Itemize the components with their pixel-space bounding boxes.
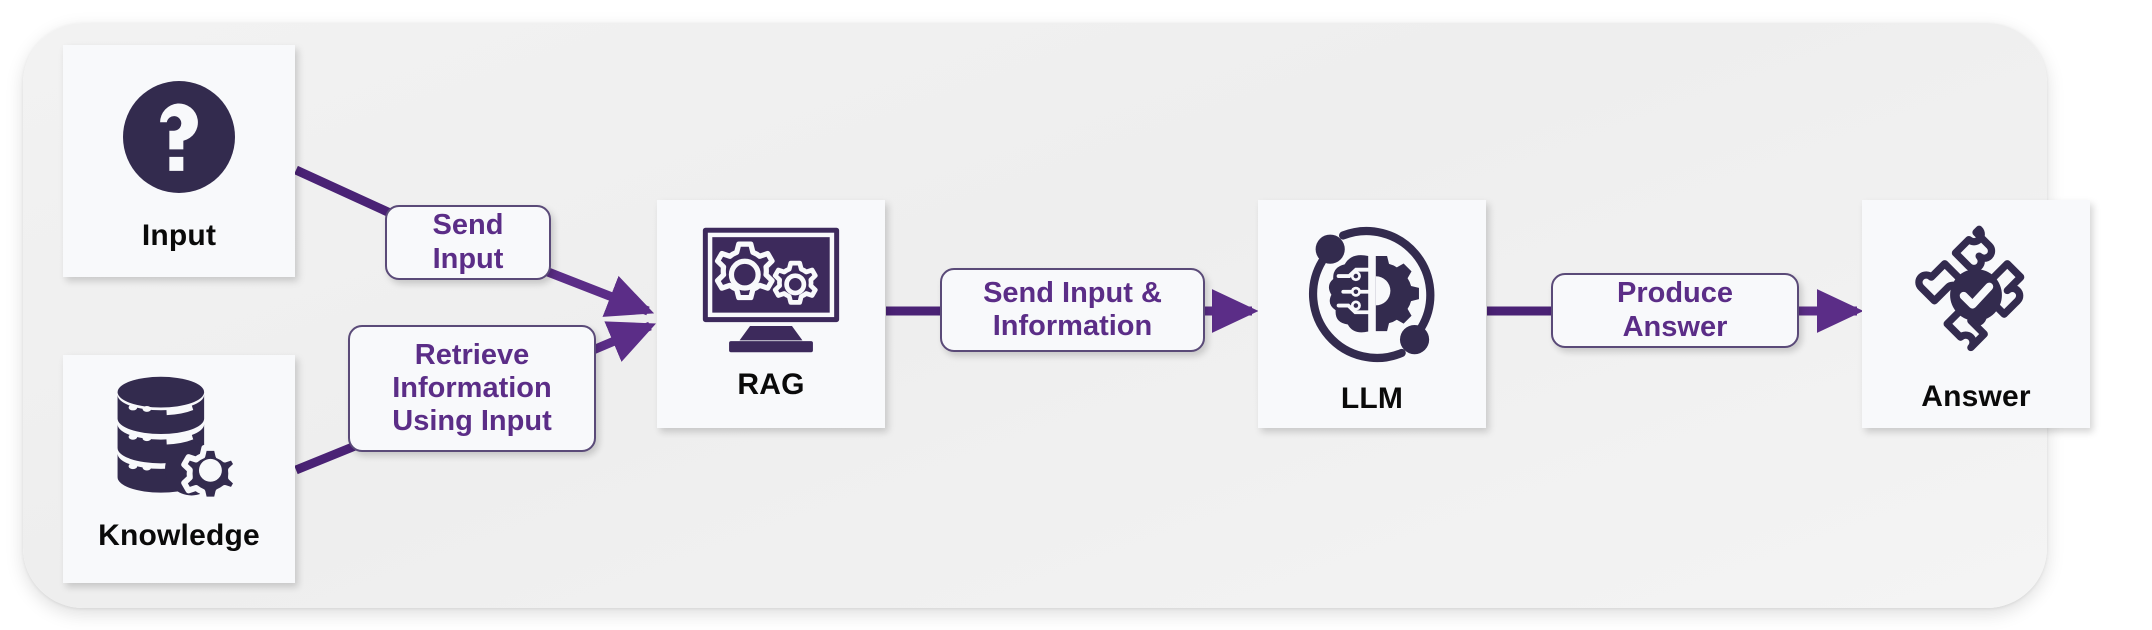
edge-label-retrieve-line3: Using Input	[392, 405, 552, 438]
puzzle-checkmark-icon	[1896, 216, 2056, 374]
node-rag-label: RAG	[737, 368, 805, 401]
edge-knowledge-to-retrieve	[294, 439, 362, 475]
node-knowledge[interactable]: Knowledge	[63, 355, 295, 583]
node-llm[interactable]: LLM	[1258, 200, 1486, 428]
edge-label-send-input-info-line1: Send Input &	[983, 276, 1162, 309]
node-answer-label: Answer	[1921, 380, 2031, 413]
question-mark-circle-icon	[109, 67, 249, 207]
edge-label-retrieve-line2: Information	[392, 371, 552, 404]
edge-sendinput-to-rag	[546, 267, 655, 317]
database-gear-icon	[105, 371, 253, 511]
edge-label-send-input-line2: Input	[432, 242, 504, 275]
edge-label-retrieve-information-using-input[interactable]: Retrieve Information Using Input	[348, 325, 596, 452]
node-knowledge-label: Knowledge	[98, 519, 260, 552]
edge-label-produce-answer-line2: Answer	[1622, 310, 1728, 343]
monitor-gears-icon	[695, 222, 847, 354]
node-rag[interactable]: RAG	[657, 200, 885, 428]
edge-label-send-input-line1: Send	[432, 209, 504, 242]
brain-gear-circuit-icon	[1296, 218, 1448, 370]
edge-label-produce-answer[interactable]: Produce Answer	[1551, 273, 1799, 348]
node-input-label: Input	[141, 219, 217, 252]
edge-label-send-input-info-line2: Information	[992, 310, 1153, 342]
node-llm-label: LLM	[1340, 382, 1404, 415]
edge-label-send-input-and-information[interactable]: Send Input & Information	[940, 268, 1205, 352]
node-answer[interactable]: Answer	[1862, 200, 2090, 428]
node-input[interactable]: Input	[63, 45, 295, 277]
edge-label-send-input[interactable]: Send Input	[385, 205, 551, 280]
edge-label-retrieve-line1: Retrieve	[414, 338, 530, 371]
edge-input-to-sendinput	[294, 165, 392, 218]
edge-retrieve-to-rag	[584, 321, 657, 362]
edge-label-produce-answer-line1: Produce	[1616, 277, 1734, 310]
